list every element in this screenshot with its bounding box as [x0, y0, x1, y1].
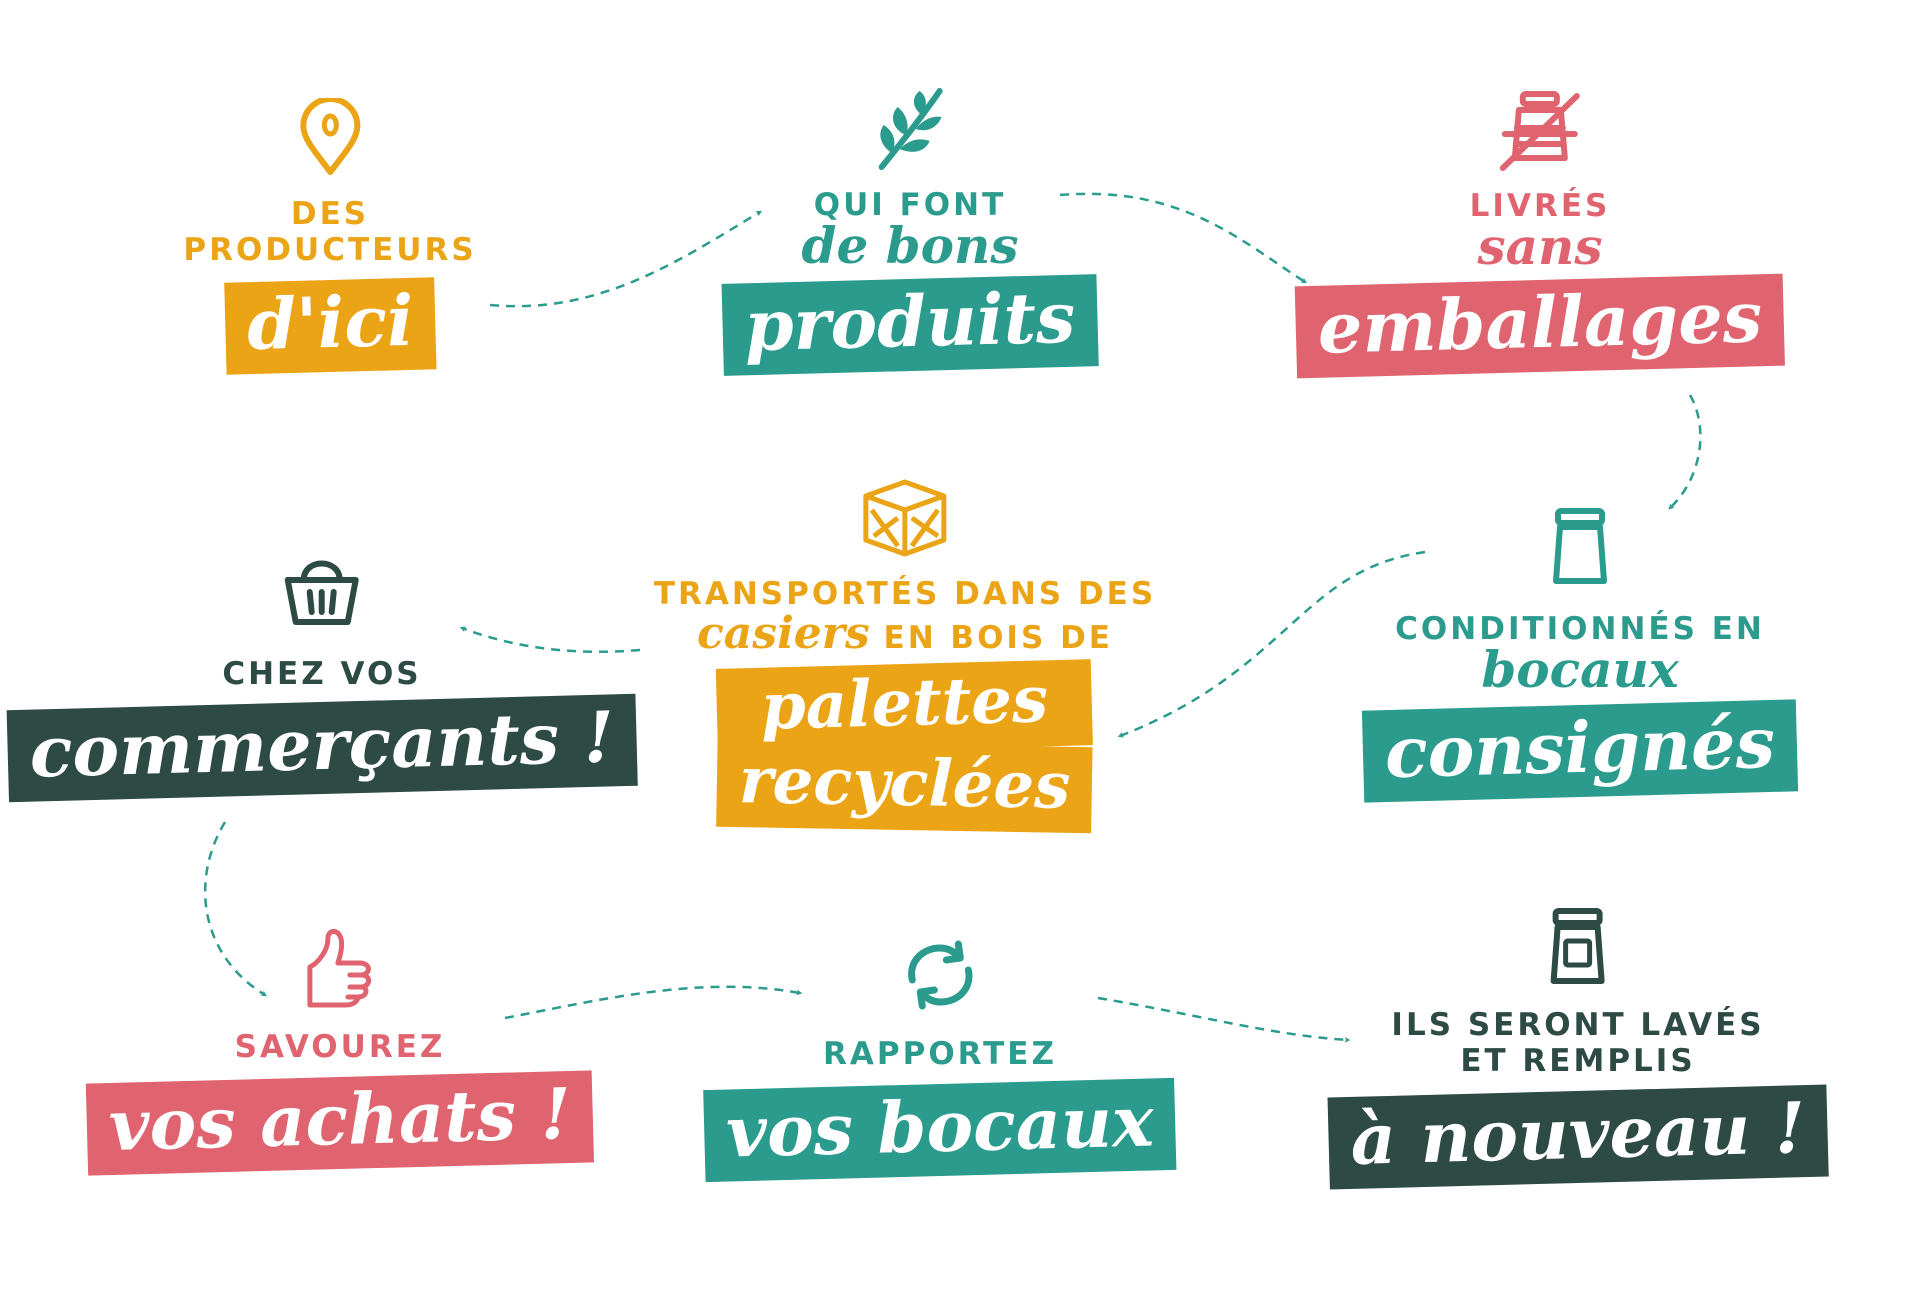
jarred-banner: consignés: [1361, 699, 1799, 803]
arrow-enjoy-to-return: [504, 985, 803, 1020]
labeled-jar-icon: [1550, 908, 1605, 984]
crate-icon: [863, 479, 947, 557]
map-pin-icon: [299, 98, 360, 175]
transported-banner-2: recyclées: [716, 740, 1094, 834]
refill-line2: ET REMPLIS: [1460, 1043, 1696, 1079]
arrow-products-to-delivered: [1059, 192, 1308, 284]
arrow-delivered-to-jarred: [1668, 394, 1702, 510]
return-line1: RAPPORTEZ: [823, 1036, 1057, 1072]
delivered-script: sans: [1477, 217, 1603, 276]
return-banner: vos bocaux: [703, 1077, 1177, 1183]
products-script: de bons: [801, 216, 1019, 275]
refill-line1: ILS SERONT LAVÉS: [1391, 1007, 1765, 1043]
arrow-jarred-to-transported: [1117, 550, 1426, 738]
step-enjoy: SAVOUREZ vos achats !: [85, 925, 595, 1176]
step-shops: CHEZ VOS commerçants !: [6, 550, 638, 803]
jarred-line1: CONDITIONNÉS EN: [1395, 611, 1765, 647]
step-producers: DES PRODUCTEURS d'ici: [183, 98, 477, 375]
shops-line1: CHEZ VOS: [222, 656, 422, 692]
arrow-transported-to-shops: [459, 626, 641, 654]
jarred-script: bocaux: [1481, 640, 1679, 699]
step-return: RAPPORTEZ vos bocaux: [703, 940, 1177, 1183]
arrow-producers-to-products: [489, 210, 763, 308]
products-line1: QUI FONT: [813, 187, 1007, 223]
no-packaging-icon: [1500, 91, 1580, 171]
delivered-banner: emballages: [1294, 273, 1786, 379]
step-transported: TRANSPORTÉS DANS DES casiers EN BOIS DE …: [653, 478, 1157, 834]
leaf-icon: [878, 88, 943, 170]
step-delivered: LIVRÉS sans emballages: [1294, 88, 1786, 379]
recycle-arrows-icon: [907, 940, 973, 1010]
delivered-line1: LIVRÉS: [1469, 188, 1611, 224]
step-products: QUI FONT de bons produits: [721, 85, 1099, 376]
producers-banner: d'ici: [223, 277, 437, 375]
transported-line1: TRANSPORTÉS DANS DES: [653, 576, 1157, 612]
arrow-return-to-refill: [1097, 996, 1351, 1043]
transported-banners: palettes recyclées: [716, 659, 1094, 834]
transported-banner-1: palettes: [716, 659, 1094, 755]
shops-banner: commerçants !: [6, 693, 638, 803]
enjoy-banner: vos achats !: [85, 1070, 595, 1176]
step-refill: ILS SERONT LAVÉS ET REMPLIS à nouveau !: [1327, 905, 1829, 1190]
jar-icon: [1553, 508, 1607, 584]
products-banner: produits: [721, 274, 1099, 376]
step-jarred: CONDITIONNÉS EN bocaux consignés: [1361, 505, 1799, 803]
transported-line2: EN BOIS DE: [883, 620, 1113, 656]
basket-icon: [284, 560, 359, 625]
producers-line1: DES: [290, 196, 370, 232]
thumbs-up-icon: [307, 928, 372, 1008]
transported-line2-wrap: casiers EN BOIS DE: [654, 612, 1156, 657]
transported-script: casiers: [696, 608, 870, 659]
producers-line2: PRODUCTEURS: [183, 232, 477, 268]
enjoy-line1: SAVOUREZ: [234, 1029, 446, 1065]
arrow-shops-to-enjoy: [203, 821, 268, 997]
refill-banner: à nouveau !: [1327, 1084, 1829, 1190]
